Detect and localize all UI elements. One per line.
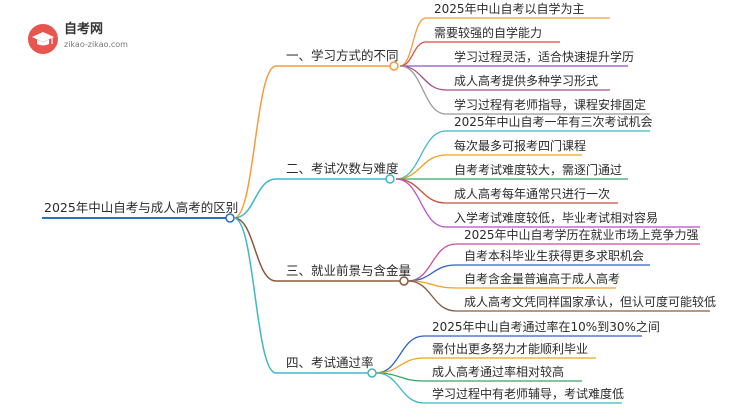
branch-node: 四、考试通过率 bbox=[286, 355, 374, 370]
branch-node: 一、学习方式的不同 bbox=[286, 48, 399, 63]
leaf-node: 需要较强的自学能力 bbox=[434, 26, 543, 40]
brand-url: zikao-zikao.com bbox=[64, 40, 128, 49]
site-logo[interactable]: 自考网 zikao-zikao.com bbox=[28, 22, 140, 56]
brand-title: 自考网 bbox=[64, 22, 104, 37]
leaf-connector bbox=[399, 41, 427, 67]
branch-node-marker bbox=[385, 174, 395, 184]
leaf-connector bbox=[407, 264, 457, 282]
branch-connector bbox=[233, 217, 277, 374]
leaf-node: 2025年中山自考学历在就业市场上竞争力强 bbox=[464, 228, 699, 242]
leaf-connector bbox=[375, 372, 425, 404]
leaf-node: 成人高考提供多种学习形式 bbox=[454, 74, 599, 88]
branch-connector bbox=[233, 65, 277, 219]
branch-connector bbox=[233, 217, 277, 282]
leaf-node: 需付出更多努力才能顺利毕业 bbox=[432, 342, 589, 356]
leaf-node: 入学考试难度较低，毕业考试相对容易 bbox=[454, 211, 659, 225]
leaf-connector bbox=[375, 357, 425, 374]
leaf-node: 学习过程有老师指导，课程安排固定 bbox=[454, 98, 647, 112]
leaf-node: 2025年中山自考一年有三次考试机会 bbox=[454, 115, 653, 129]
leaf-node: 自考本科毕业生获得更多求职机会 bbox=[464, 249, 645, 263]
leaf-connector bbox=[395, 178, 447, 228]
leaf-connector bbox=[407, 243, 457, 282]
branch-connector bbox=[233, 178, 277, 219]
branch-node: 三、就业前景与含金量 bbox=[286, 263, 412, 278]
branch-node-marker bbox=[389, 61, 399, 71]
root-node: 2025年中山自考与成人高考的区别 bbox=[44, 200, 239, 215]
leaf-connector bbox=[399, 65, 447, 91]
leaf-node: 2025年中山自考通过率在10%到30%之间 bbox=[432, 320, 660, 334]
leaf-node: 成人高考文凭同样国家承认，但认可度可能较低 bbox=[464, 295, 717, 309]
leaf-node: 每次最多可报考四门课程 bbox=[454, 139, 587, 153]
leaf-connector bbox=[375, 335, 425, 374]
leaf-node: 学习过程中有老师辅导，考试难度低 bbox=[432, 387, 625, 401]
leaf-node: 成人高考通过率相对较高 bbox=[432, 365, 565, 379]
leaf-connector bbox=[395, 178, 447, 204]
leaf-connector bbox=[407, 280, 457, 312]
leaf-node: 2025年中山自考以自学为主 bbox=[434, 2, 585, 16]
leaf-connector bbox=[399, 17, 427, 67]
leaf-connector bbox=[395, 130, 447, 180]
leaf-node: 自考考试难度较大，需逐门通过 bbox=[454, 163, 623, 177]
leaf-connector bbox=[395, 154, 447, 180]
leaf-node: 成人高考每年通常只进行一次 bbox=[454, 187, 611, 201]
leaf-connector bbox=[399, 65, 447, 115]
leaf-node: 学习过程灵活，适合快速提升学历 bbox=[454, 50, 635, 64]
leaf-node: 自考含金量普遍高于成人高考 bbox=[464, 272, 621, 286]
graduation-cap-icon bbox=[28, 24, 58, 54]
branch-node: 二、考试次数与难度 bbox=[286, 161, 399, 176]
